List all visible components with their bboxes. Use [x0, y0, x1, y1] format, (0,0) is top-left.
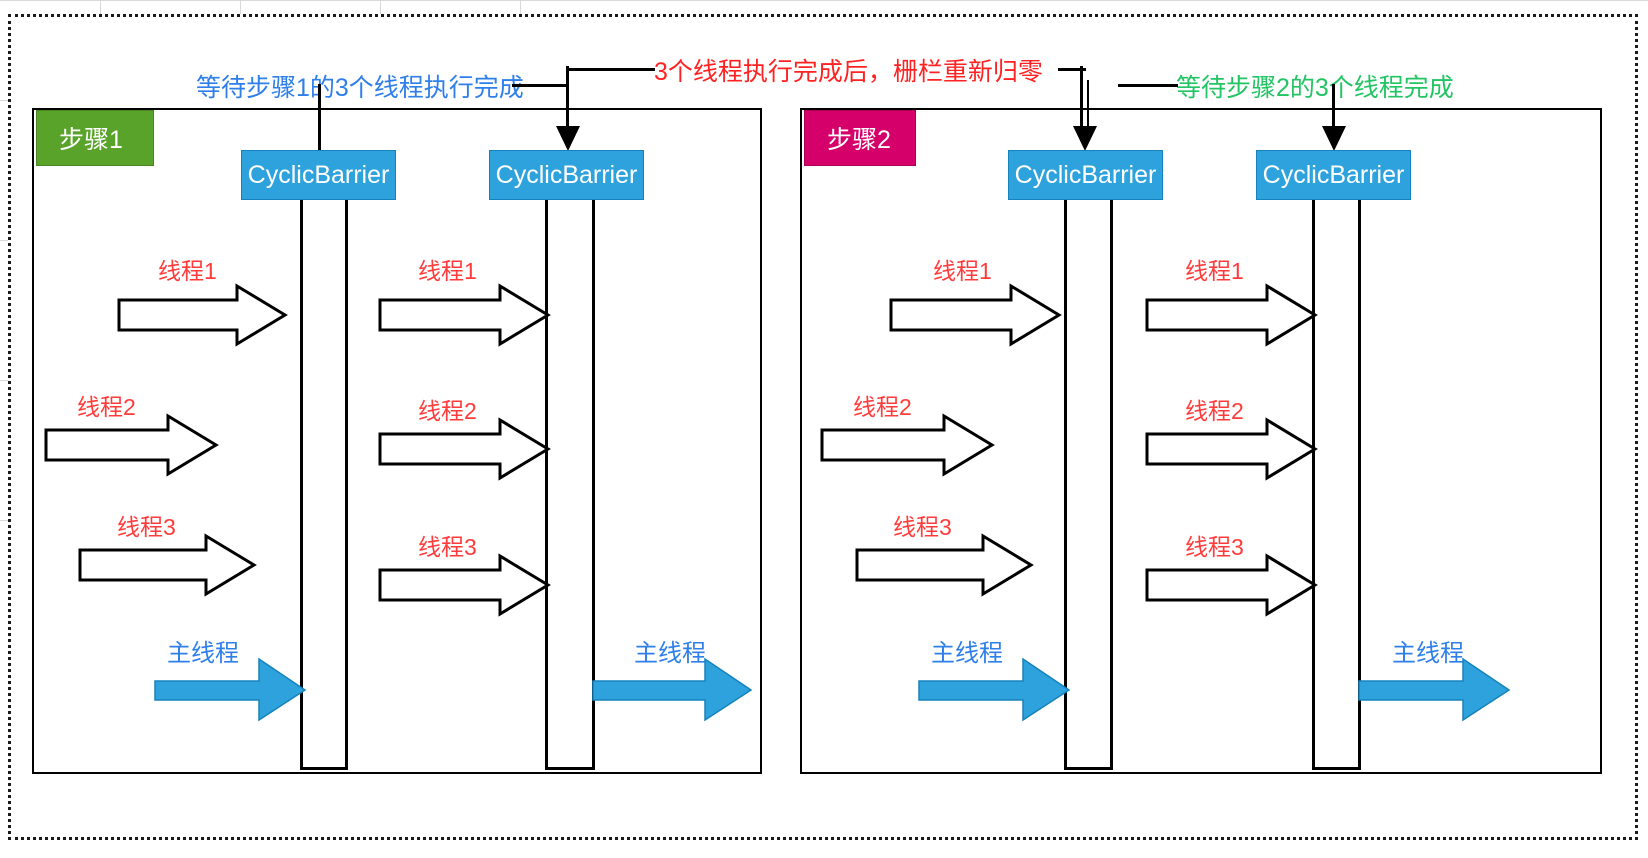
ruler-tick	[0, 100, 8, 101]
main-thread-label: 主线程	[634, 640, 706, 667]
barrier-1-base	[300, 767, 348, 770]
ruler-tick	[240, 0, 241, 14]
thread-arrow	[44, 413, 219, 477]
thread-label: 线程2	[853, 394, 912, 420]
thread-label: 线程1	[1185, 258, 1244, 284]
main-thread-arrow	[1358, 657, 1511, 722]
connector-to-barrier-1	[318, 84, 321, 151]
arrowhead-barrier-4	[1322, 126, 1346, 151]
barrier-1-post-left	[300, 200, 303, 770]
annotation-middle-leader-left	[569, 68, 655, 71]
annotation-middle-text: 3个线程执行完成后，栅栏重新归零	[654, 58, 1043, 86]
arrowhead-barrier-3	[1073, 126, 1097, 151]
thread-arrow	[889, 283, 1062, 347]
connector-to-barrier-3-b	[1087, 80, 1089, 134]
barrier-3-post-right	[1110, 200, 1113, 770]
thread-label: 线程1	[933, 258, 992, 284]
main-thread-label: 主线程	[1392, 640, 1464, 667]
ruler-tick	[380, 0, 381, 14]
step-badge-2-label: 步骤2	[827, 126, 891, 154]
main-thread-arrow	[154, 657, 307, 722]
thread-arrow	[820, 413, 995, 477]
thread-arrow	[855, 533, 1034, 597]
thread-arrow	[1145, 553, 1318, 617]
thread-label: 线程2	[1185, 398, 1244, 424]
connector-to-barrier-3-a	[1080, 66, 1083, 134]
main-thread-label: 主线程	[931, 640, 1003, 667]
cyclicbarrier-box-3-label: CyclicBarrier	[1014, 160, 1157, 189]
connector-to-barrier-2	[566, 66, 569, 134]
panel-step1	[32, 108, 762, 774]
step-badge-2: 步骤2	[804, 110, 916, 166]
thread-arrow	[1145, 283, 1318, 347]
ruler-tick	[0, 520, 8, 521]
barrier-2-post-left	[545, 200, 548, 770]
step-badge-1: 步骤1	[36, 110, 154, 166]
barrier-4-base	[1312, 767, 1361, 770]
thread-arrow	[1145, 417, 1318, 481]
ruler-tick	[0, 0, 1648, 1]
thread-label: 线程3	[893, 514, 952, 540]
thread-label: 线程3	[418, 534, 477, 560]
thread-arrow	[78, 533, 257, 597]
thread-arrow	[378, 553, 551, 617]
barrier-2-base	[545, 767, 595, 770]
panel-step2	[800, 108, 1602, 774]
arrowhead-barrier-2	[556, 126, 580, 151]
thread-arrow	[378, 283, 551, 347]
thread-label: 线程2	[77, 394, 136, 420]
thread-label: 线程1	[418, 258, 477, 284]
cyclicbarrier-box-2-label: CyclicBarrier	[495, 160, 638, 189]
annotation-left-text: 等待步骤1的3个线程执行完成	[196, 74, 524, 102]
cyclicbarrier-box-3: CyclicBarrier	[1008, 150, 1163, 200]
ruler-tick	[520, 0, 521, 14]
cyclicbarrier-box-2: CyclicBarrier	[489, 150, 644, 200]
cyclicbarrier-box-4: CyclicBarrier	[1256, 150, 1411, 200]
thread-arrow	[378, 417, 551, 481]
ruler-tick	[100, 0, 101, 14]
barrier-3-post-left	[1064, 200, 1067, 770]
main-thread-arrow	[592, 657, 753, 722]
annotation-right-text: 等待步骤2的3个线程完成	[1176, 74, 1454, 102]
cyclicbarrier-box-1: CyclicBarrier	[241, 150, 396, 200]
barrier-4-post-left	[1312, 200, 1315, 770]
thread-label: 线程3	[117, 514, 176, 540]
barrier-4-post-right	[1358, 200, 1361, 770]
annotation-left-leader	[512, 84, 569, 87]
barrier-2-post-right	[592, 200, 595, 770]
thread-label: 线程1	[158, 258, 217, 284]
annotation-middle-leader-right	[1058, 68, 1086, 71]
barrier-3-base	[1064, 767, 1113, 770]
thread-arrow	[117, 283, 288, 347]
ruler-tick	[0, 380, 8, 381]
thread-label: 线程3	[1185, 534, 1244, 560]
ruler-tick	[0, 240, 8, 241]
barrier-1-post-right	[345, 200, 348, 770]
thread-label: 线程2	[418, 398, 477, 424]
cyclicbarrier-box-4-label: CyclicBarrier	[1262, 160, 1405, 189]
step-badge-1-label: 步骤1	[59, 126, 123, 154]
main-thread-arrow	[918, 657, 1071, 722]
cyclicbarrier-box-1-label: CyclicBarrier	[247, 160, 390, 189]
main-thread-label: 主线程	[167, 640, 239, 667]
annotation-right-leader	[1118, 84, 1178, 87]
